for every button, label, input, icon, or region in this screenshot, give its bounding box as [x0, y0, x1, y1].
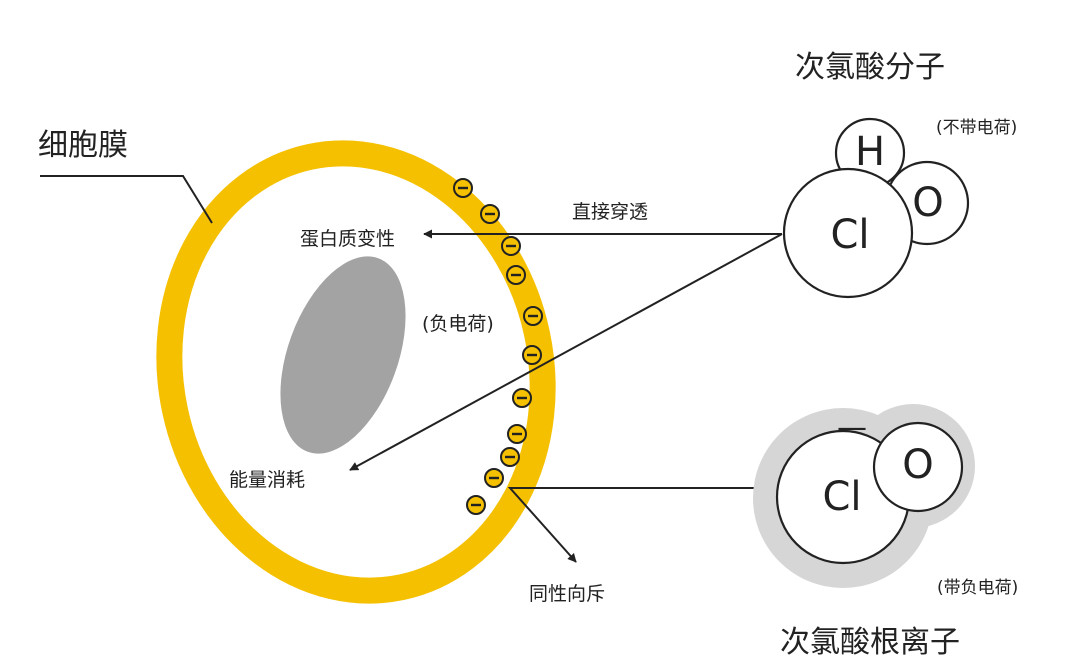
nucleus: [280, 256, 406, 454]
cell-membrane-ring: [156, 140, 556, 604]
energy-consumption-label: 能量消耗: [229, 469, 305, 491]
energy-consumption-arrow: [349, 233, 783, 471]
negative-charge-marker: [480, 204, 500, 224]
negative-charge-marker: [501, 236, 521, 256]
molecule-h-symbol: H: [855, 129, 885, 175]
membrane-negative-charges: [453, 178, 543, 515]
negative-charge-marker: [484, 468, 504, 488]
cell-membrane-label: 细胞膜: [38, 128, 128, 163]
molecule-cl-atom: [782, 167, 914, 299]
direct-penetration-label: 直接穿透: [572, 201, 648, 223]
no-charge-label: (不带电荷): [936, 118, 1017, 138]
negative-charge-marker: [507, 424, 527, 444]
hypochlorite-ion: Cl O —: [753, 404, 975, 588]
hocl-molecule-title: 次氯酸分子: [795, 50, 945, 85]
like-charges-repel-label: 同性向斥: [529, 583, 605, 605]
ion-charge-mark: —: [837, 411, 867, 446]
with-negative-charge-label: (带负电荷): [937, 578, 1018, 598]
ion-o-symbol: O: [902, 442, 933, 488]
hocl-molecule: H O Cl: [782, 117, 970, 299]
negative-charge-marker: [500, 447, 520, 467]
hypochlorite-ion-title: 次氯酸根离子: [780, 625, 960, 660]
negative-charge-marker: [512, 388, 532, 408]
protein-denaturation-label: 蛋白质变性: [300, 228, 395, 250]
ion-o-atom: [872, 421, 964, 513]
ion-cl-symbol: Cl: [822, 474, 861, 520]
negative-charge-marker: [523, 306, 543, 326]
repel-arrow: [507, 487, 782, 563]
molecule-cl-symbol: Cl: [830, 212, 869, 258]
cell-membrane-leader-line: [40, 175, 213, 224]
negative-charge-marker: [506, 265, 526, 285]
negative-charge-marker: [522, 345, 542, 365]
molecule-o-symbol: O: [912, 180, 943, 226]
negative-charge-label: (负电荷): [422, 313, 494, 335]
negative-charge-marker: [466, 495, 486, 515]
negative-charge-marker: [453, 178, 473, 198]
